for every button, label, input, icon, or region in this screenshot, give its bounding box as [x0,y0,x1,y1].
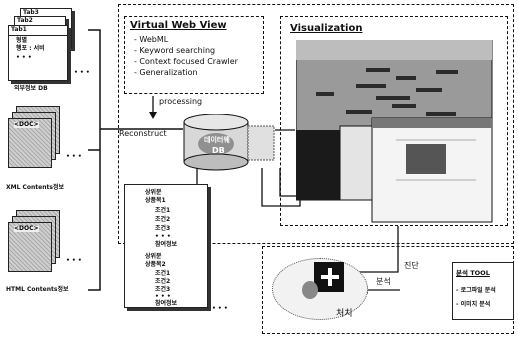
treatment-label: 처치 [336,309,353,319]
tab1-card [8,25,68,81]
tab1-label: Tab1 [11,26,27,33]
tab1-divider [8,35,68,36]
group2-line-1: 상위분 [145,253,162,260]
group2-line-2: 상품목2 [145,261,166,268]
doclist-ellipsis: • • • [212,305,228,312]
group1-line-2: 상품목1 [145,197,166,204]
system-frame [118,4,514,244]
html-dots: • • • [66,257,82,264]
group1-line-1: 상위분 [145,189,162,196]
vwv-item-3: - Context focused Crawler [134,57,238,66]
vwv-item-4: - Generalization [134,68,198,77]
virtual-web-view-panel [124,16,264,94]
html-contents-caption: HTML Contents정보 [6,286,69,293]
group1-line-6: • • • [155,233,171,240]
group1-line-3: 조건1 [155,207,171,214]
processing-label: processing [159,97,203,106]
xml-contents-caption: XML Contents정보 [6,184,64,191]
group2-line-7: 참여정보 [155,300,178,307]
data-warehouse-cylinder [183,114,275,171]
group2-line-4: 조건2 [155,278,171,285]
analysis-tool-item-1: - 로그파일 분석 [456,287,496,294]
document-list-box [124,184,208,308]
external-db-caption: 외부정보 DB [14,85,48,92]
group1-line-5: 조건3 [155,225,171,232]
visualization-screenshot [296,40,493,223]
html-doc-header: <DOC> [14,225,39,232]
analysis-tool-title: 분석 TOOL [456,269,490,277]
group1-line-7: 참여정보 [155,241,178,248]
analysis-tool-box [452,262,514,320]
xml-dots: • • • [66,153,82,160]
visualization-title: Visualization [290,23,363,34]
tab1-line-3: • • • [16,54,32,61]
vwv-item-2: - Keyword searching [134,46,216,55]
vwv-item-1: - WebML [134,35,169,44]
tab2-label: Tab2 [17,17,33,24]
tab1-line-1: 형별 [16,37,28,44]
analysis-label: 분석 [376,277,391,286]
treatment-icon [302,262,344,299]
group2-line-5: 조건3 [155,286,171,293]
cylinder-label-1: 데이터웨 [204,136,230,144]
group2-line-3: 조건1 [155,270,171,277]
tab-dots: • • • [74,69,90,76]
group1-line-4: 조건2 [155,216,171,223]
xml-doc-header: <DOC> [14,121,39,128]
visualization-panel [280,16,508,226]
reconstruct-label: Reconstruct [119,129,167,138]
group2-line-6: • • • [155,293,171,300]
analysis-tool-item-2: - 이미지 분석 [456,301,491,308]
tab1-line-2: 행포 : 서비 [16,45,45,52]
cylinder-label-2: DB [212,146,225,155]
tab3-label: Tab3 [23,9,39,16]
diagnosis-label: 진단 [404,261,419,270]
vwv-title: Virtual Web View [130,20,227,31]
